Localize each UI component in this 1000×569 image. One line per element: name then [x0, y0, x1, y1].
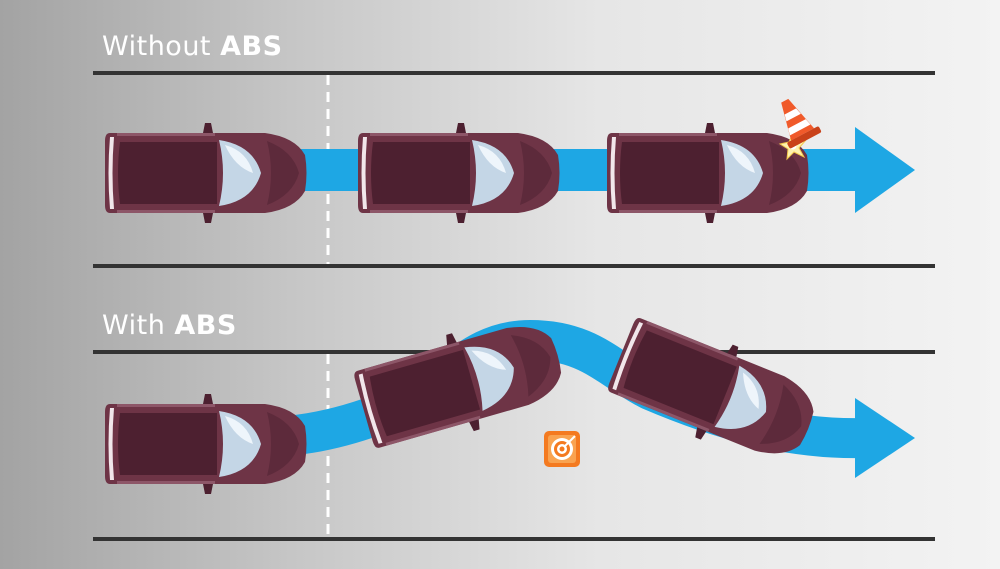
cars-with-abs: [105, 306, 827, 494]
section-title-without-abs: Without ABS: [102, 33, 283, 60]
car-1: [105, 123, 307, 223]
car-3: [607, 123, 809, 223]
car-2: [358, 123, 560, 223]
arrow-head: [855, 398, 915, 478]
car-1: [105, 394, 307, 494]
road-line-middle-upper: [93, 264, 935, 268]
target-icon: [544, 431, 580, 467]
cars-without-abs: [105, 123, 809, 223]
arrow-head: [855, 127, 915, 213]
title-prefix: With: [102, 310, 175, 341]
title-highlight: ABS: [174, 310, 237, 341]
title-prefix: Without: [102, 31, 221, 62]
section-title-with-abs: With ABS: [102, 312, 237, 339]
road-line-bottom: [93, 537, 935, 541]
traffic-cone-icon: [781, 98, 822, 149]
road-line-top: [93, 71, 935, 75]
title-highlight: ABS: [220, 31, 283, 62]
